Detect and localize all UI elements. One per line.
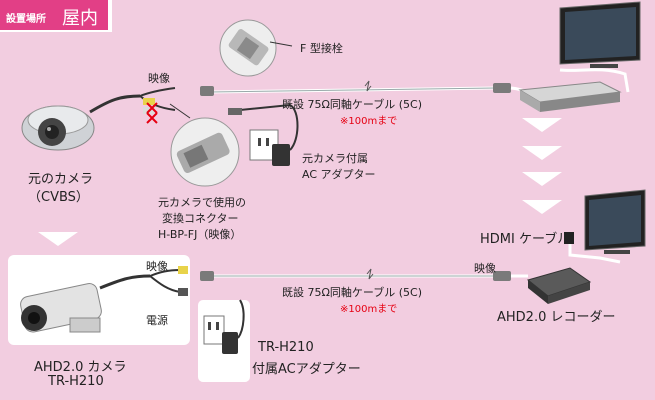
location-value: 屋内 (62, 8, 98, 29)
old-camera-image (21, 87, 176, 151)
ahd-recorder-label: AHD2.0 レコーダー (497, 310, 616, 325)
old-recorder-image (518, 81, 622, 112)
converter-label-3: H-BP-FJ（映像） (158, 228, 242, 241)
bottom-distance-label: ※100mまで (340, 304, 398, 315)
bottom-video-label: 映像 (474, 262, 496, 275)
old-adapter-label-2: AC アダプター (302, 168, 376, 181)
ahd-camera-label-2: TR-H210 (48, 374, 104, 389)
old-camera-label-1: 元のカメラ (28, 172, 94, 187)
ahd-camera-image (20, 266, 188, 333)
old-adapter-label-1: 元カメラ付属 (302, 152, 368, 165)
f-connector-label: F 型接栓 (300, 42, 343, 55)
down-arrow-4 (522, 200, 562, 214)
old-camera-label-2: （CVBS） (28, 190, 89, 205)
down-arrow-3 (522, 172, 562, 186)
old-adapter-image (228, 103, 299, 166)
ahd-camera-label-1: AHD2.0 カメラ (34, 360, 127, 375)
top-tv-image (559, 1, 641, 93)
ahd-recorder-image (526, 267, 592, 304)
f-connector-image (219, 19, 293, 77)
ahd-power-label: 電源 (146, 314, 168, 327)
converter-label-1: 元カメラで使用の (158, 196, 246, 209)
down-arrow-camera (38, 232, 78, 246)
converter-label-2: 変換コネクター (162, 212, 239, 225)
bottom-tv-image (564, 189, 646, 264)
down-arrow-2 (522, 146, 562, 160)
new-adapter-label-2: 付属ACアダプター (252, 362, 361, 377)
converter-image (169, 103, 240, 187)
new-adapter-image (203, 299, 245, 354)
new-adapter-label-1: TR-H210 (258, 340, 314, 355)
old-video-label: 映像 (148, 72, 170, 85)
top-cable-label: 既設 75Ω同軸ケーブル (5C) (282, 98, 422, 111)
hdmi-cable-label: HDMI ケーブル (480, 232, 571, 247)
top-distance-label: ※100mまで (340, 116, 398, 127)
down-arrow-1 (522, 118, 562, 132)
ahd-video-label: 映像 (146, 260, 168, 273)
location-label: 設置場所 (6, 14, 46, 25)
bottom-cable-label: 既設 75Ω同軸ケーブル (5C) (282, 286, 422, 299)
location-tag: 設置場所 屋内 (0, 0, 108, 30)
